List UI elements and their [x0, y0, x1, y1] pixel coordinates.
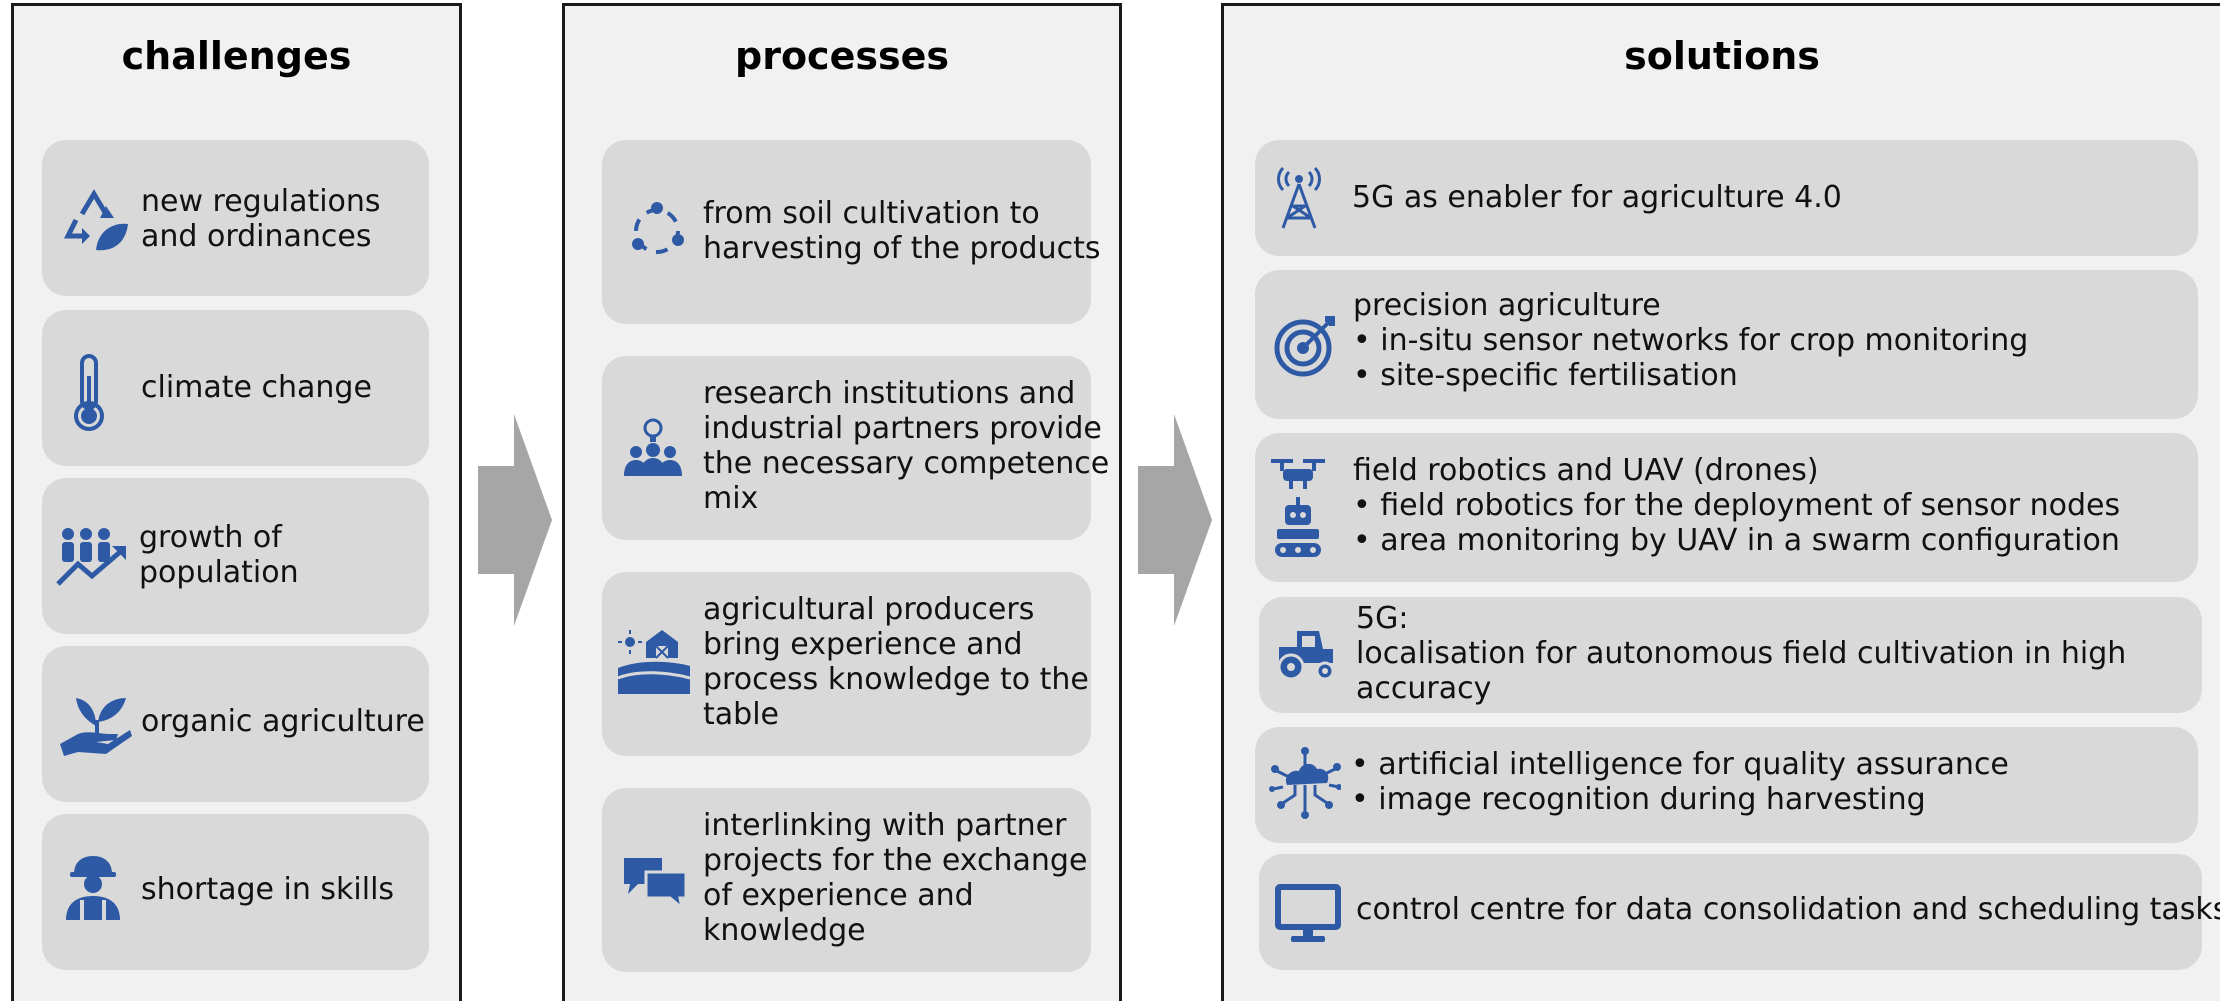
solution-text-5g-enabler: 5G as enabler for agriculture 4.0 — [1352, 180, 1842, 215]
solution-text-localisation: 5G: localisation for autonomous field cu… — [1356, 601, 2127, 706]
team-idea-icon — [622, 418, 684, 480]
process-text-research: research institutions and industrial par… — [703, 376, 1110, 516]
ai-network-icon — [1269, 747, 1341, 821]
solution-card-robotics: field robotics and UAV (drones) • field … — [1255, 433, 2198, 582]
flow-arrow-1 — [478, 414, 552, 626]
solution-card-control-centre: control centre for data consolidation an… — [1259, 854, 2220, 970]
drone-robot-icon — [1269, 455, 1327, 559]
challenge-card-climate: climate change — [42, 310, 429, 466]
monitor-icon — [1275, 884, 1341, 944]
process-card-research: research institutions and industrial par… — [602, 356, 1109, 540]
flow-arrow-2 — [1138, 414, 1212, 626]
solution-text-ai: • artificial intelligence for quality as… — [1351, 747, 2009, 817]
processes-title: processes — [735, 34, 949, 78]
antenna-tower-icon — [1273, 162, 1325, 230]
solution-text-control-centre: control centre for data consolidation an… — [1356, 892, 2220, 927]
challenge-card-population: growth of population — [42, 478, 429, 634]
process-text-cultivation: from soil cultivation to harvesting of t… — [703, 196, 1101, 266]
farm-barn-icon — [618, 628, 690, 694]
solution-card-localisation: 5G: localisation for autonomous field cu… — [1259, 597, 2202, 713]
population-growth-icon — [56, 526, 128, 588]
solution-card-ai: • artificial intelligence for quality as… — [1255, 727, 2198, 843]
cycle-icon — [628, 200, 686, 262]
process-text-producers: agricultural producers bring experience … — [703, 592, 1089, 732]
process-card-cultivation: from soil cultivation to harvesting of t… — [602, 140, 1101, 324]
challenge-text-regulations: new regulations and ordinances — [141, 184, 381, 254]
challenge-text-skills: shortage in skills — [141, 872, 395, 907]
solutions-title: solutions — [1624, 34, 1820, 78]
challenge-text-population: growth of population — [139, 520, 299, 590]
challenge-card-skills: shortage in skills — [42, 814, 429, 970]
solution-text-precision: precision agriculture • in-situ sensor n… — [1353, 288, 2029, 393]
tractor-icon — [1275, 627, 1339, 681]
challenges-title: challenges — [121, 34, 352, 78]
process-card-producers: agricultural producers bring experience … — [602, 572, 1091, 756]
process-card-interlinking: interlinking with partner projects for t… — [602, 788, 1091, 972]
thermometer-icon — [72, 354, 106, 432]
challenge-text-climate: climate change — [141, 370, 372, 405]
solution-card-precision: precision agriculture • in-situ sensor n… — [1255, 270, 2198, 419]
process-text-interlinking: interlinking with partner projects for t… — [703, 808, 1088, 948]
solution-text-robotics: field robotics and UAV (drones) • field … — [1353, 453, 2121, 558]
challenge-text-organic: organic agriculture — [141, 704, 425, 739]
challenge-card-regulations: new regulations and ordinances — [42, 140, 429, 296]
recycle-leaf-icon — [62, 184, 132, 256]
chat-bubbles-icon — [622, 854, 688, 910]
hand-plant-icon — [58, 690, 134, 756]
challenge-card-organic: organic agriculture — [42, 646, 429, 802]
worker-helmet-icon — [62, 854, 124, 920]
solution-card-5g-enabler: 5G as enabler for agriculture 4.0 — [1255, 140, 2198, 256]
target-icon — [1273, 312, 1339, 378]
